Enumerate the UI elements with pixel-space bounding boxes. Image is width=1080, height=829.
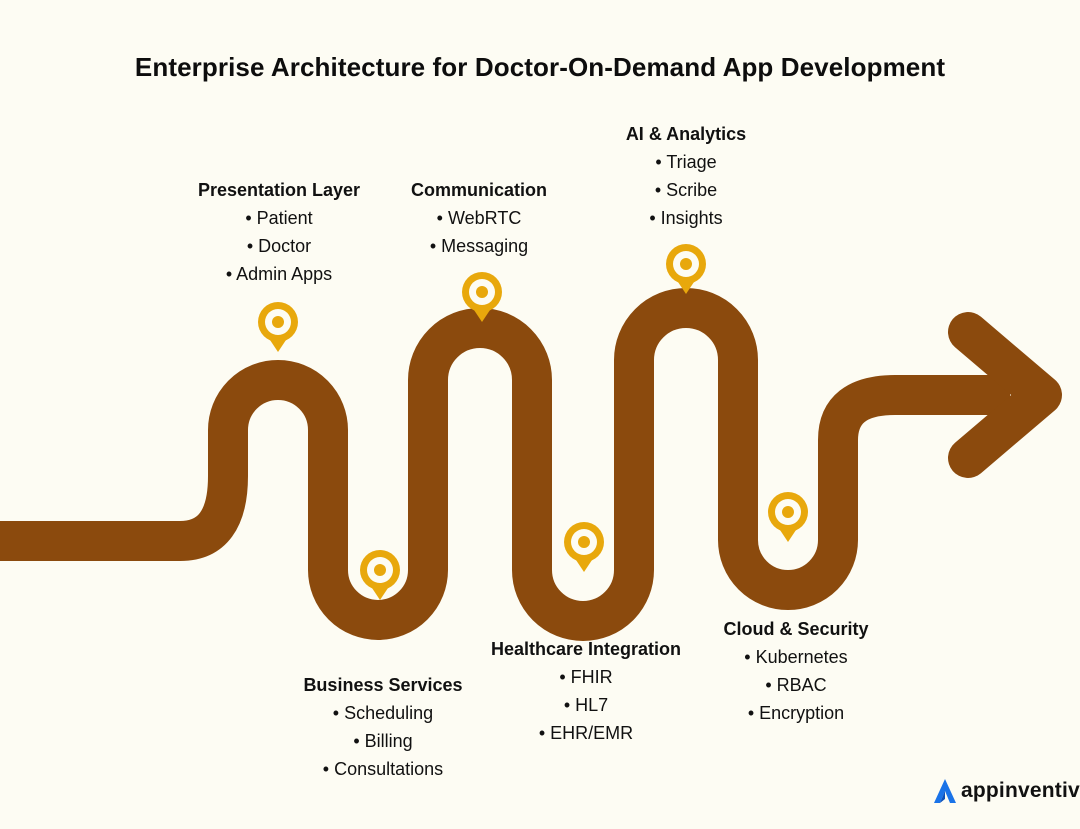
location-pin-icon	[666, 244, 706, 294]
appinventiv-logo-icon	[934, 779, 956, 803]
stage-heading: Business Services	[303, 675, 463, 695]
stage-item: FHIR	[456, 663, 716, 691]
stage-item: EHR/EMR	[456, 719, 716, 747]
stage-item: Messaging	[349, 232, 609, 260]
location-pin-icon	[258, 302, 298, 352]
page-title: Enterprise Architecture for Doctor-On-De…	[134, 52, 946, 82]
stage-item: Scribe	[556, 176, 816, 204]
stage-heading: Cloud & Security	[723, 619, 869, 639]
stage-item: RBAC	[666, 671, 926, 699]
stage-presentation-layer: Presentation Layer Patient Doctor Admin …	[149, 176, 409, 288]
stage-item: Triage	[556, 148, 816, 176]
stage-item: HL7	[456, 691, 716, 719]
stage-item: Billing	[253, 727, 513, 755]
stage-heading: Presentation Layer	[197, 180, 361, 200]
stage-heading: Communication	[410, 180, 547, 200]
location-pin-icon	[768, 492, 808, 542]
stage-ai-analytics: AI & Analytics Triage Scribe Insights	[556, 120, 816, 232]
stage-item: Scheduling	[253, 699, 513, 727]
stage-item: Consultations	[253, 755, 513, 783]
stage-healthcare-integration: Healthcare Integration FHIR HL7 EHR/EMR	[456, 635, 716, 747]
roadmap-path	[0, 288, 1010, 641]
location-pin-icon	[360, 550, 400, 600]
stage-communication: Communication WebRTC Messaging	[349, 176, 609, 260]
stage-item: Encryption	[666, 699, 926, 727]
location-pin-icon	[564, 522, 604, 572]
location-pin-icon	[462, 272, 502, 322]
brand-name: appinventiv	[961, 779, 1080, 802]
stage-cloud-security: Cloud & Security Kubernetes RBAC Encrypt…	[666, 615, 926, 727]
stage-item: WebRTC	[349, 204, 609, 232]
stage-item: Patient	[149, 204, 409, 232]
stage-heading: Healthcare Integration	[490, 639, 682, 659]
stage-heading: AI & Analytics	[625, 124, 747, 144]
stage-item: Doctor	[149, 232, 409, 260]
stage-business-services: Business Services Scheduling Billing Con…	[253, 671, 513, 783]
brand-logo: appinventiv	[932, 776, 1080, 806]
stage-item: Kubernetes	[666, 643, 926, 671]
roadmap-arrowhead	[948, 312, 1062, 478]
stage-item: Admin Apps	[149, 260, 409, 288]
stage-item: Insights	[556, 204, 816, 232]
